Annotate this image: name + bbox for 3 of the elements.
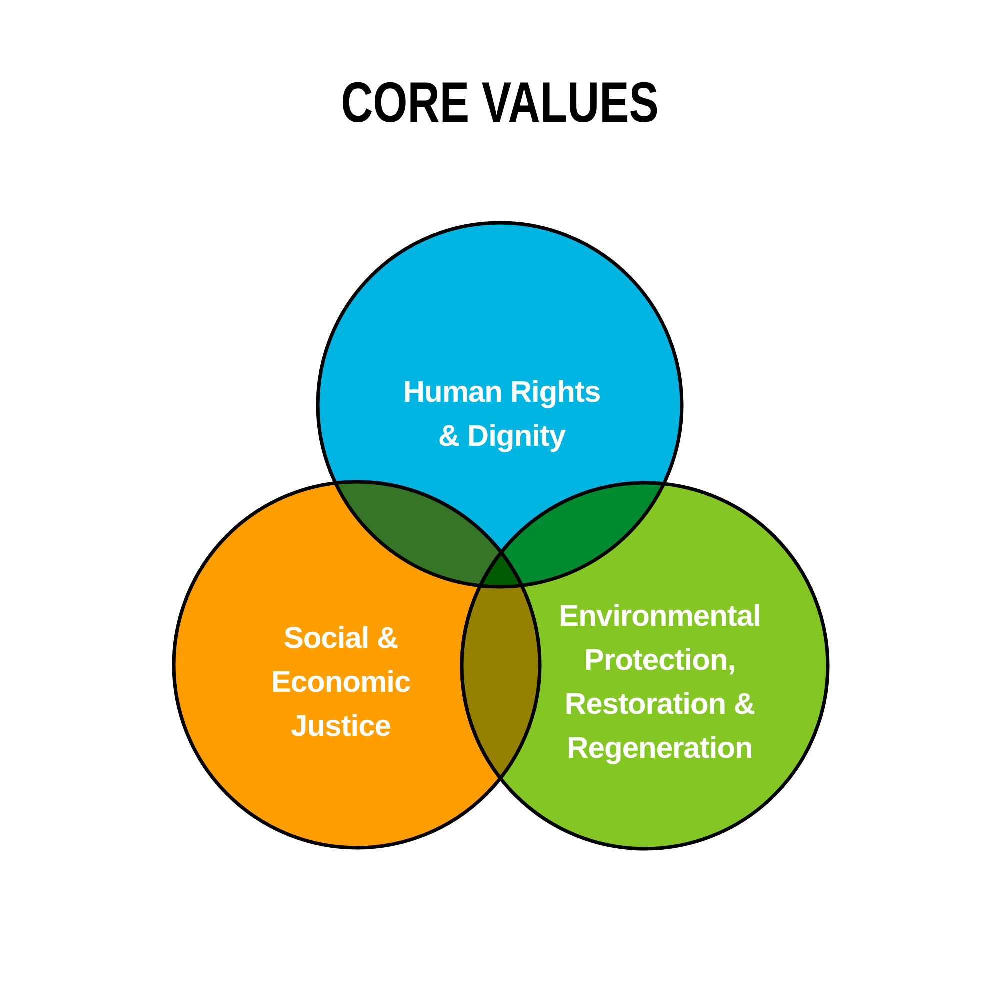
circle-label: Human Rights & Dignity bbox=[400, 371, 604, 459]
title: CORE VALUES bbox=[341, 74, 659, 132]
circle-label: Social & Economic Justice bbox=[261, 617, 421, 749]
